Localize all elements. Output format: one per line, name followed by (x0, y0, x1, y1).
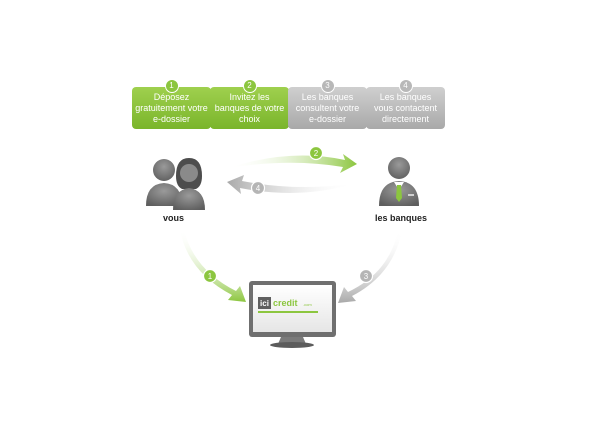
arrow-2-number: 2 (314, 149, 319, 158)
arrow-4-badge: 4 (250, 180, 266, 196)
vous-label: vous (163, 213, 185, 223)
arrow-1-badge: 1 (202, 268, 218, 284)
monitor-icon: ici credit .com (249, 281, 336, 348)
step-3-box: 3 Les banques consultent votre e-dossier (288, 79, 367, 129)
step-4-box: 4 Les banques vous contactent directemen… (366, 79, 445, 129)
step-2-number: 2 (242, 79, 257, 93)
arrow-1-number: 1 (208, 272, 213, 281)
step-2-text: Invitez les banques de votre choix (214, 91, 285, 124)
arrow-1 (180, 230, 246, 302)
step-3-number: 3 (320, 79, 335, 93)
logo-suffix: .com (303, 302, 312, 307)
arrow-4 (227, 175, 357, 194)
arrow-3-badge: 3 (358, 268, 374, 284)
step-1-text: Déposez gratuitement votre e-dossier (135, 91, 208, 124)
banker-icon (379, 157, 419, 206)
banques-label: les banques (375, 213, 428, 223)
users-icon (146, 158, 205, 210)
logo-credit: credit (273, 298, 298, 308)
arrow-4-number: 4 (256, 184, 261, 193)
arrow-2-badge: 2 (308, 145, 324, 161)
step-4-number: 4 (398, 79, 413, 93)
step-3-text: Les banques consultent votre e-dossier (295, 91, 360, 124)
arrow-3-number: 3 (364, 272, 369, 281)
logo-ici: ici (260, 299, 269, 308)
step-2-box: 2 Invitez les banques de votre choix (210, 79, 289, 129)
step-1-number: 1 (164, 79, 179, 93)
arrow-3 (338, 230, 402, 303)
step-4-text: Les banques vous contactent directement (373, 91, 438, 124)
arrow-2 (228, 154, 357, 173)
step-1-box: 1 Déposez gratuitement votre e-dossier (132, 79, 211, 129)
